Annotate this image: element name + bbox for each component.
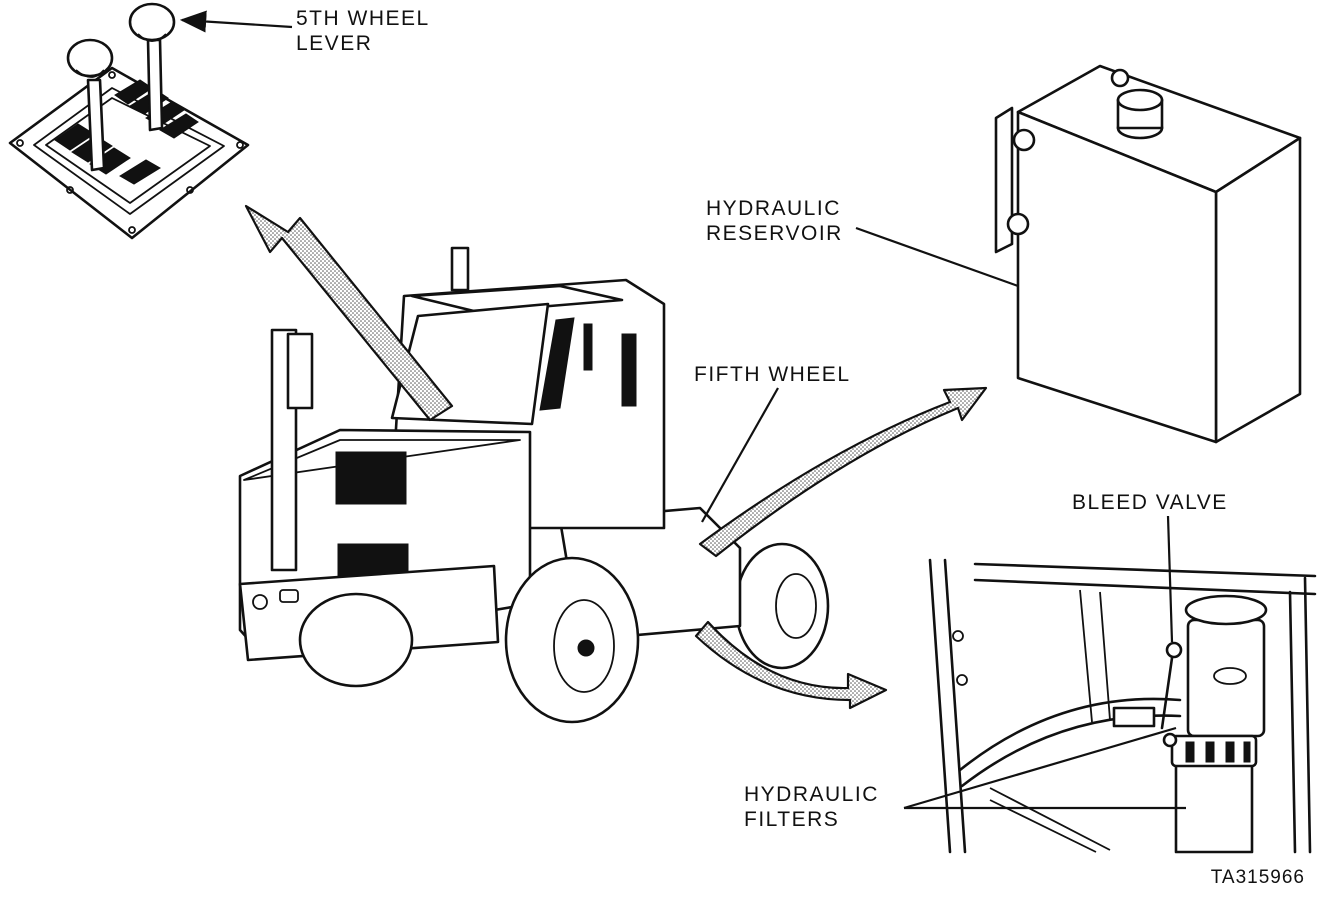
lever-panel-drawing: [8, 2, 250, 240]
leader-hydraulic-reservoir: [855, 226, 1019, 288]
hydraulic-filter-inset: [928, 558, 1317, 854]
arrow-to-lever-panel: [244, 204, 454, 422]
leader-hydraulic-filters-upper: [903, 726, 1177, 810]
leader-fifth-wheel: [701, 387, 779, 523]
label-hydraulic-filters-line1: HYDRAULIC: [744, 783, 879, 806]
label-fifth-wheel: FIFTH WHEEL: [694, 363, 851, 386]
truck-drawing: [238, 246, 830, 724]
label-hydraulic-reservoir: HYDRAULIC RESERVOIR: [706, 196, 843, 246]
label-hydraulic-filters-line2: FILTERS: [744, 808, 840, 831]
label-hydraulic-reservoir-line2: RESERVOIR: [706, 222, 843, 245]
label-hydraulic-filters: HYDRAULIC FILTERS: [744, 782, 879, 832]
label-bleed-valve: BLEED VALVE: [1072, 491, 1228, 514]
label-hydraulic-reservoir-line1: HYDRAULIC: [706, 197, 841, 220]
label-5th-wheel-lever: 5TH WHEEL LEVER: [296, 6, 430, 56]
leader-5th-wheel-lever: [179, 10, 293, 33]
leader-bleed-valve: [1166, 515, 1174, 643]
label-5th-wheel-lever-line2: LEVER: [296, 32, 373, 55]
label-5th-wheel-lever-line1: 5TH WHEEL: [296, 7, 430, 30]
arrow-to-filter-inset: [694, 620, 888, 710]
figure-id: TA315966: [1210, 867, 1305, 888]
hydraulic-reservoir-drawing: [994, 64, 1302, 444]
arrow-to-reservoir: [698, 386, 988, 558]
